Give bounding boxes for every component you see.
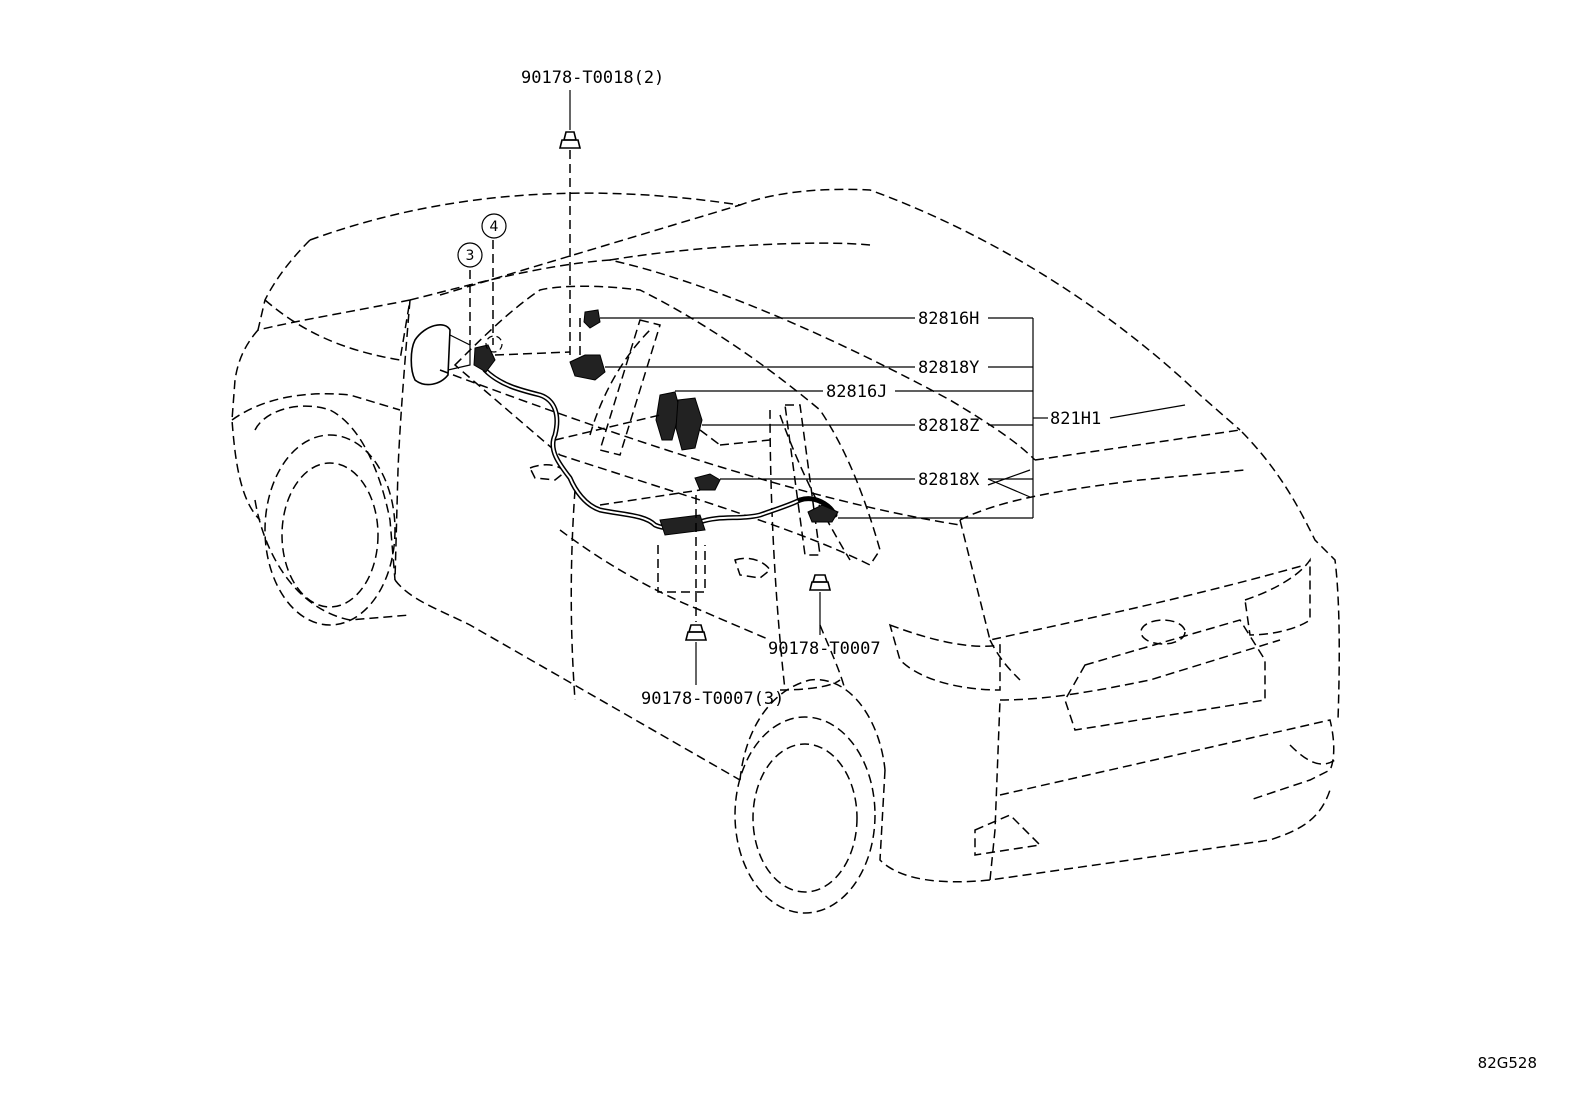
leader-lines [600, 317, 1186, 519]
label-clip-triple: 90178-T0007(3) [641, 689, 784, 709]
label-82818X: 82818X [918, 470, 980, 490]
clip-90178-T0007-triple [657, 495, 708, 685]
connector-82818X [694, 473, 721, 491]
label-821H1: 821H1 [1050, 409, 1101, 429]
callout-4: 4 [481, 213, 507, 239]
label-82816J: 82816J [826, 382, 887, 402]
vehicle-outline [231, 188, 1340, 914]
wire-harness-821H1 [482, 367, 838, 531]
callout-3: 3 [457, 242, 483, 268]
connector-82818Y [569, 354, 606, 381]
label-82818Z: 82818Z [918, 416, 979, 436]
connector-82818Z [675, 397, 703, 451]
label-82818Y: 82818Y [918, 358, 979, 378]
connector-82816H [583, 309, 601, 329]
connector-82816J [655, 391, 681, 441]
callout-3-text: 3 [466, 248, 475, 264]
connector-front [473, 344, 496, 373]
callout-4-text: 4 [490, 219, 499, 235]
label-clip-top: 90178-T0018(2) [521, 68, 664, 88]
label-clip-single: 90178-T0007 [768, 639, 881, 659]
connector-rear [807, 504, 839, 523]
clip-90178-T0007-single [808, 574, 832, 635]
connector-parts [473, 309, 839, 536]
harness-bundle [659, 514, 706, 536]
part-lead-lines [469, 240, 771, 506]
clip-90178-T0018-top [558, 90, 582, 360]
label-82816H: 82816H [918, 309, 979, 329]
drawing-code: 82G528 [1478, 1054, 1537, 1072]
